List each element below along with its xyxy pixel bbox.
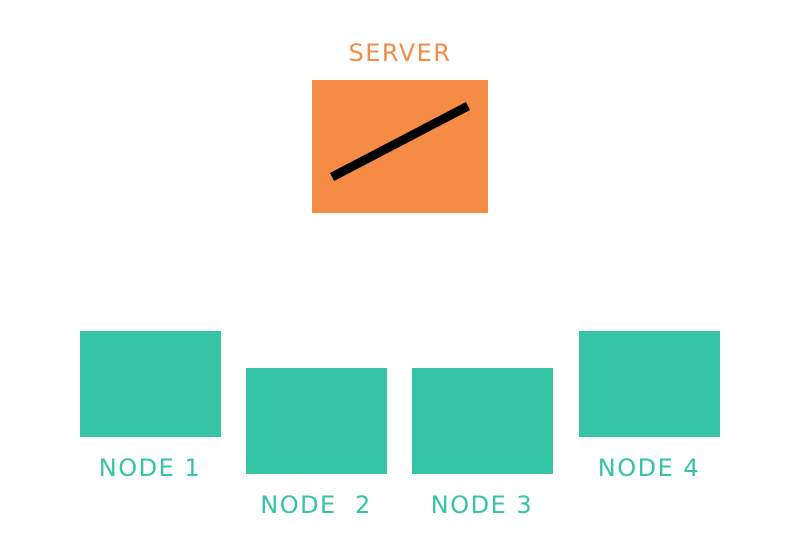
server-label: SERVER [348, 39, 452, 67]
node-3-box [412, 368, 553, 474]
node-3-label: NODE 3 [430, 491, 534, 519]
node-2-label: NODE 2 [260, 491, 372, 519]
node-1-box [80, 331, 221, 437]
slash-icon [329, 102, 471, 181]
node-4-box [579, 331, 720, 437]
server-box [312, 80, 488, 213]
slash-line [329, 102, 471, 181]
node-2-box [246, 368, 387, 474]
node-4-label: NODE 4 [597, 454, 701, 482]
node-1-label: NODE 1 [98, 454, 202, 482]
